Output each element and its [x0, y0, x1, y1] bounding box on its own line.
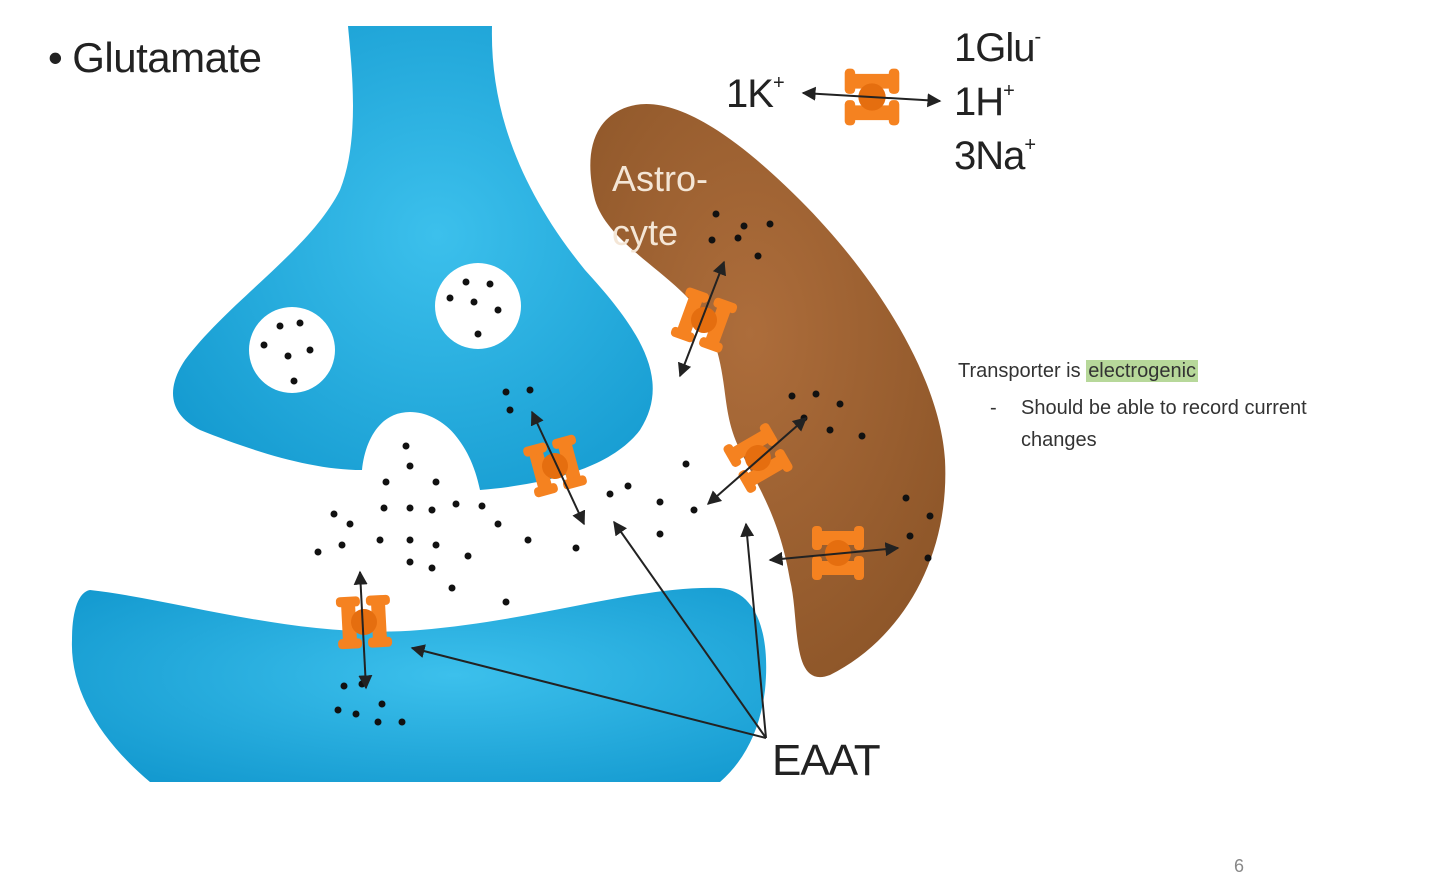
vesicle: [249, 307, 335, 393]
ion-glutamate: 1Glu-: [954, 26, 1041, 70]
note-sub-text: Should be able to record current changes: [1021, 397, 1307, 451]
fusing-vesicle: [363, 414, 474, 490]
note-prefix: Transporter is: [958, 360, 1087, 382]
note-dash: -: [990, 397, 997, 419]
note-sub-item: - Should be able to record current chang…: [990, 392, 1380, 456]
title-text: Glutamate: [72, 34, 262, 81]
ion-potassium: 1K+: [726, 72, 785, 116]
page-number: 6: [1234, 856, 1245, 876]
astrocyte-label-line2: cyte: [612, 212, 679, 253]
ion-sodium: 3Na+: [954, 134, 1036, 178]
flux-arrows: [353, 86, 942, 739]
ion-hydrogen: 1H+: [954, 80, 1015, 124]
glutamate-molecules: [260, 210, 934, 726]
bullet-marker: •: [48, 34, 63, 81]
note-main: Transporter is electrogenic: [958, 360, 1199, 383]
eaat-label: EAAT: [772, 736, 881, 785]
astrocyte-label-line1: Astro-: [612, 158, 709, 199]
astrocyte-label: Astro- cyte: [612, 152, 708, 260]
vesicle: [435, 263, 521, 349]
slide-title: •Glutamate: [48, 34, 262, 82]
postsynaptic-neuron: [71, 587, 767, 782]
note-highlight: electrogenic: [1086, 360, 1199, 382]
